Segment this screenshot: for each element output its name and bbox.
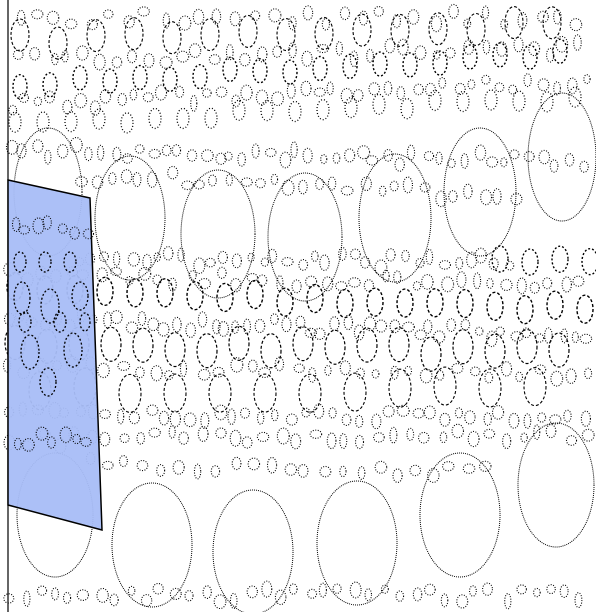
- selection-layer[interactable]: [8, 180, 102, 530]
- selection-region[interactable]: [8, 180, 102, 530]
